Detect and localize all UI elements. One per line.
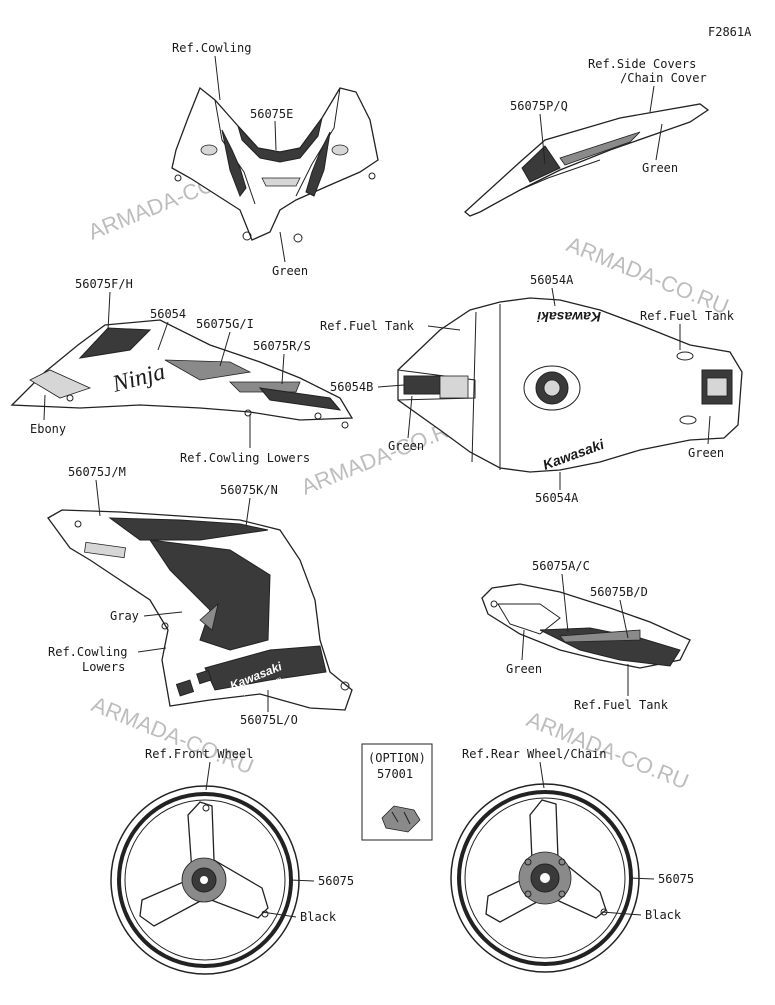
label-green-tank-right: Green xyxy=(688,446,724,460)
label-56075GI: 56075G/I xyxy=(196,317,254,331)
label-57001: 57001 xyxy=(377,767,413,781)
diagram-id: F2861A xyxy=(708,25,752,39)
label-56054A-top: 56054A xyxy=(530,273,574,287)
label-56075PQ: 56075P/Q xyxy=(510,99,568,113)
label-chain-cover: /Chain Cover xyxy=(620,71,707,85)
label-green-tank-side: Green xyxy=(506,662,542,676)
label-56075LO: 56075L/O xyxy=(240,713,298,727)
fuel-tank: Kawasaki Kawasaki xyxy=(397,297,743,473)
label-56054A-bottom: 56054A xyxy=(535,491,579,505)
upper-cowling xyxy=(171,86,379,243)
label-ref-cowling-lowers-l1: Ref.Cowling xyxy=(48,645,127,659)
label-56054-left: 56054 xyxy=(150,307,186,321)
label-56075BD: 56075B/D xyxy=(590,585,648,599)
label-ref-fuel-tank-bottom: Ref.Fuel Tank xyxy=(574,698,669,712)
option-box: (OPTION) 57001 xyxy=(361,743,433,841)
rear-wheel xyxy=(450,783,640,973)
label-green-side: Green xyxy=(642,161,678,175)
label-ref-rear-wheel: Ref.Rear Wheel/Chain xyxy=(462,747,607,761)
front-wheel xyxy=(110,785,300,975)
label-ebony: Ebony xyxy=(30,422,66,436)
label-56075E: 56075E xyxy=(250,107,293,121)
label-56075RS: 56075R/S xyxy=(253,339,311,353)
label-black-rear: Black xyxy=(645,908,682,922)
side-fairing: Ninja xyxy=(10,319,354,429)
label-ref-side-covers: Ref.Side Covers xyxy=(588,57,696,71)
side-cover xyxy=(463,103,710,217)
tank-side-cover xyxy=(481,583,691,669)
label-56075-rear: 56075 xyxy=(658,872,694,886)
label-56075FH: 56075F/H xyxy=(75,277,133,291)
label-ref-front-wheel: Ref.Front Wheel xyxy=(145,747,253,761)
label-ref-fuel-tank-right: Ref.Fuel Tank xyxy=(640,309,735,323)
label-ref-cowling-lowers-top: Ref.Cowling Lowers xyxy=(180,451,310,465)
label-ref-fuel-tank-left: Ref.Fuel Tank xyxy=(320,319,415,333)
label-gray: Gray xyxy=(110,609,139,623)
label-56075JM: 56075J/M xyxy=(68,465,126,479)
label-56054B: 56054B xyxy=(330,380,373,394)
cowling-lower: Kawasaki Racing Team xyxy=(47,509,353,711)
label-56075KN: 56075K/N xyxy=(220,483,278,497)
label-ref-cowling: Ref.Cowling xyxy=(172,41,251,55)
label-56075AC: 56075A/C xyxy=(532,559,590,573)
watermark-2: ARMADA-CO.RU xyxy=(563,231,732,319)
label-option: (OPTION) xyxy=(368,751,426,765)
label-56075-front: 56075 xyxy=(318,874,354,888)
label-green-cowling: Green xyxy=(272,264,308,278)
label-green-tank-left: Green xyxy=(388,439,424,453)
decal-kawasaki-top: Kawasaki xyxy=(536,309,601,325)
label-black-front: Black xyxy=(300,910,337,924)
label-ref-cowling-lowers-l2: Lowers xyxy=(82,660,125,674)
